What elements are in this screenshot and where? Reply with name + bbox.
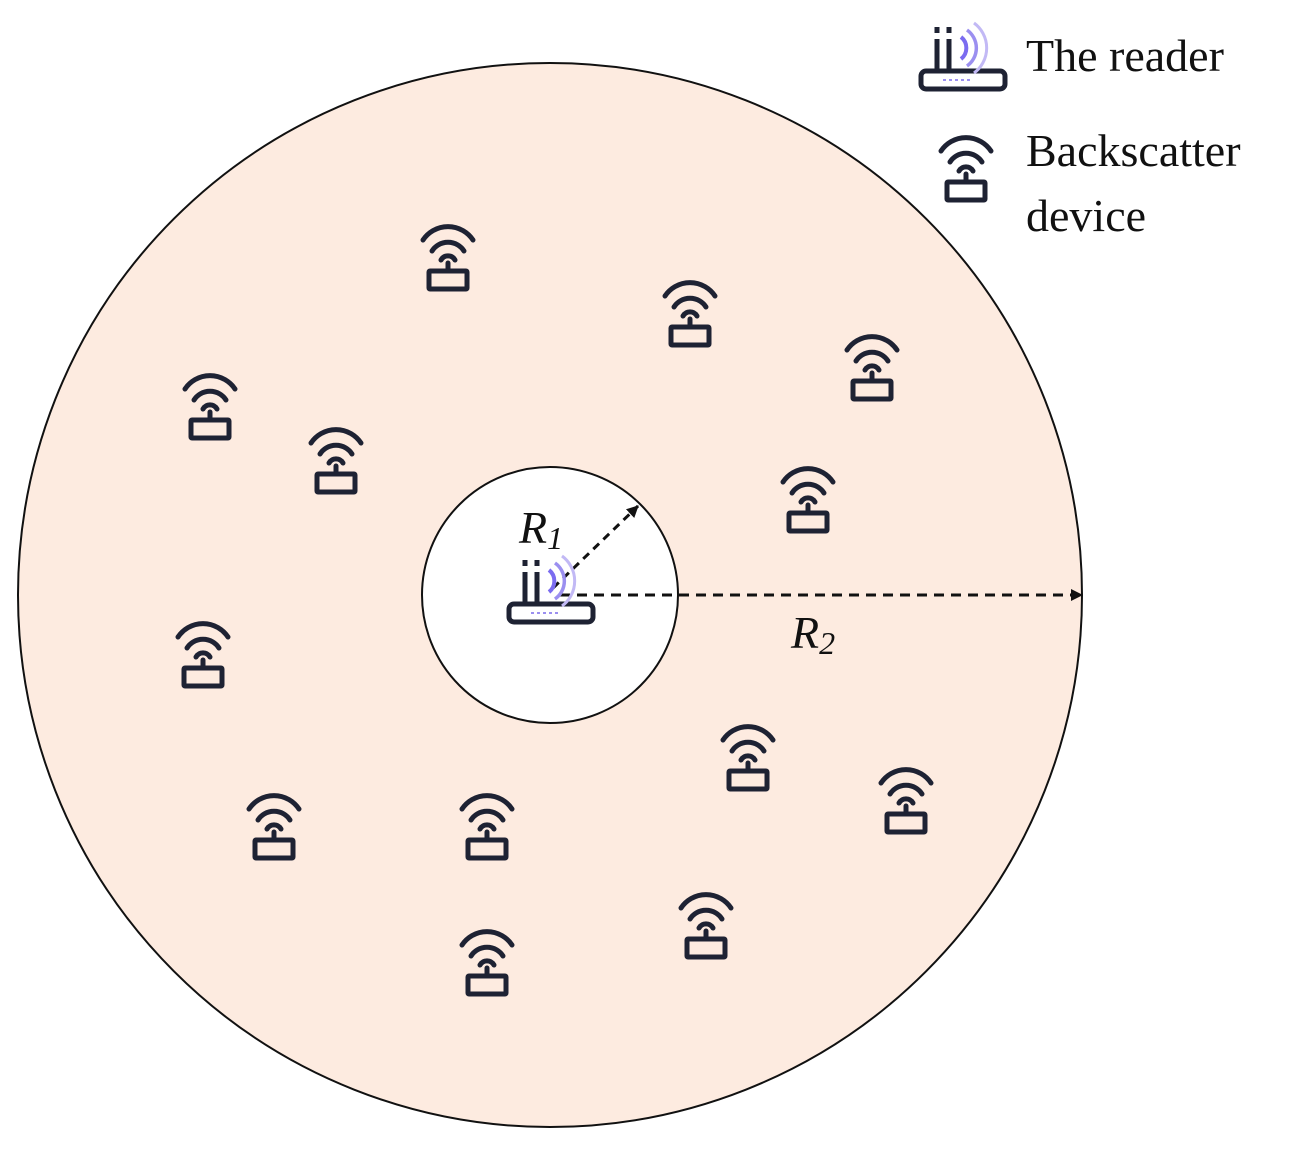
legend-device-icon xyxy=(941,138,991,200)
legend-device-label-line1: Backscatter xyxy=(1026,125,1241,176)
legend: The reader Backscatter device xyxy=(921,23,1241,241)
r1-arrow xyxy=(551,504,640,590)
legend-device-label-line2: device xyxy=(1026,190,1146,241)
r2-label: R2 xyxy=(790,607,835,661)
legend-reader-label: The reader xyxy=(1026,30,1224,81)
inner-region xyxy=(421,466,679,724)
r1-label: R1 xyxy=(518,502,563,556)
legend-reader-icon xyxy=(921,23,1005,89)
